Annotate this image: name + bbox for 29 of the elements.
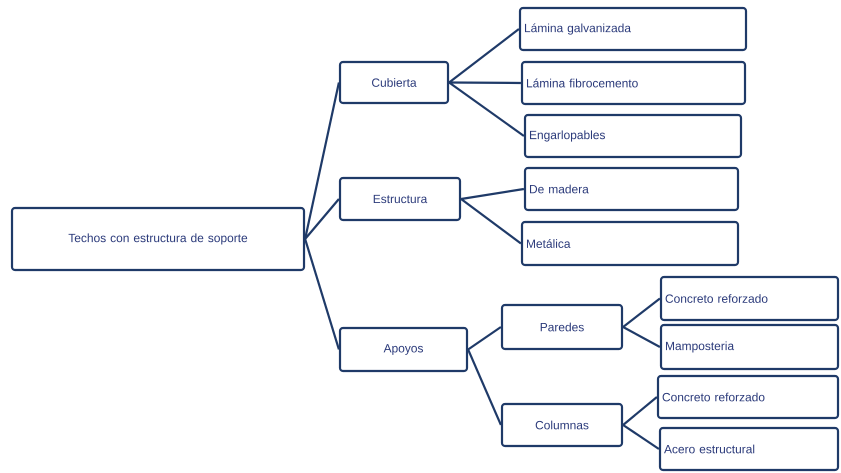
box: De madera [524, 166, 740, 212]
connector-line [467, 326, 502, 350]
box: Apoyos [338, 326, 468, 372]
box: Concreto reforzado [660, 276, 840, 322]
connector-line [460, 188, 524, 200]
connector-line [304, 238, 340, 350]
connector-line [460, 198, 522, 244]
connector-line [304, 82, 340, 240]
box: Techos con estructura de soporte [10, 206, 306, 272]
box: Lámina fibrocemento [520, 60, 746, 106]
connector-line [448, 28, 520, 84]
box: Metálica [520, 220, 740, 266]
box: Acero estructural [658, 426, 840, 472]
connector-line [622, 326, 660, 348]
connector-line [449, 81, 521, 84]
box: Engarlopables [524, 114, 742, 158]
box: Lámina galvanizada [518, 6, 748, 52]
box: Paredes [500, 304, 624, 350]
connector-line [622, 396, 658, 426]
box: Cubierta [338, 60, 450, 104]
connector-line [467, 349, 502, 426]
box: Estructura [338, 176, 462, 222]
box: Columnas [500, 402, 624, 448]
connector-line [304, 198, 340, 240]
connector-line [622, 298, 661, 328]
connector-line [448, 82, 525, 137]
box: Concreto reforzado [656, 374, 840, 420]
box: Mamposteria [660, 324, 840, 370]
connector-line [622, 424, 660, 450]
